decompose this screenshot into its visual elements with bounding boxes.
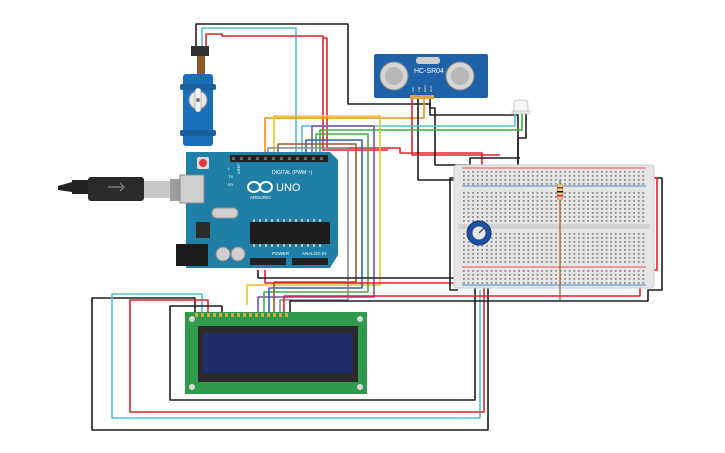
servo-motor[interactable] (180, 46, 216, 146)
wire-cyan-lcd-left (111, 290, 481, 419)
servo-mount-top (180, 84, 216, 90)
wire-red-servo-power (205, 33, 388, 151)
power-label: POWER (272, 251, 290, 256)
capacitor-2 (230, 246, 246, 262)
sensor-crystal (416, 57, 440, 64)
wire-black-servo-ground (195, 23, 519, 165)
tx-label: TX (228, 174, 233, 179)
digital-header (230, 155, 328, 162)
resistor-icon[interactable] (556, 180, 564, 208)
sensor-pin-vcc: Vcc (411, 86, 415, 92)
lcd-display-16x2[interactable] (185, 312, 367, 394)
wire-brown-header (273, 143, 357, 312)
wire-black-lcd-right (289, 177, 663, 312)
brand-label: ARDUINO (250, 195, 271, 200)
voltage-regulator (196, 222, 210, 238)
digital-label: DIGITAL (PWM ~) (272, 170, 312, 176)
wire-sensor-gnd (429, 97, 520, 166)
lcd-screen (203, 333, 353, 373)
potentiometer-icon[interactable] (466, 220, 492, 246)
digital-header-pins (232, 157, 323, 160)
wire-purple-header (257, 125, 375, 312)
analog-label: ANALOG IN (302, 251, 327, 256)
sensor-pin-gnd: Gnd (429, 86, 433, 92)
breadboard-center-channel (458, 224, 650, 229)
wire-sensor-vcc (411, 97, 500, 156)
microcontroller-chip (250, 222, 330, 244)
servo-connector (191, 46, 209, 56)
aref-label: AREF (236, 163, 241, 174)
wire-led-gnd (517, 113, 527, 165)
rx-label: RX (228, 182, 234, 187)
wire-sensor-trig (264, 97, 425, 157)
usb-cable-icon (58, 177, 196, 201)
wire-green-header (263, 133, 369, 312)
wire-red-top (323, 37, 483, 165)
wires (91, 23, 663, 431)
arduino-logo (247, 181, 273, 193)
wire-cyan-servo-signal (201, 27, 297, 155)
reset-button-cap (199, 159, 207, 167)
wire-black-gnd (257, 270, 468, 279)
lcd-mount-holes (189, 316, 363, 390)
sensor-pin-header (410, 95, 434, 99)
wire-led-cyan (301, 113, 516, 157)
lcd-pin-header (195, 313, 288, 317)
capacitor-1 (215, 246, 231, 262)
servo-mount-bottom (180, 130, 216, 136)
wire-yellow-header (246, 115, 381, 305)
power-jack (176, 244, 208, 266)
wire-red-lcd-left (129, 282, 485, 413)
arduino-usb-port (179, 174, 205, 204)
wire-red-5v (264, 270, 463, 284)
model-label: UNO (276, 182, 301, 194)
wire-blue-header (268, 139, 363, 312)
arduino-uno-board[interactable]: DIGITAL (PWM ~) AREF UNO ARDUINO TX RX L (176, 152, 338, 268)
ultrasonic-sensor[interactable]: HC-SR04 Vcc Trig Echo Gnd (374, 54, 488, 99)
sensor-pin-echo: Echo (423, 85, 427, 92)
wire-gray-header (267, 147, 349, 312)
servo-cable (197, 56, 205, 74)
sensor-model-label: HC-SR04 (414, 68, 444, 75)
servo-horn-center (196, 98, 200, 102)
analog-header (292, 258, 328, 265)
chip-pins (253, 219, 321, 247)
wire-black-lcd-mid (169, 270, 476, 401)
transducer-left-mesh (385, 67, 403, 85)
crystal (211, 207, 239, 219)
l-label: L (228, 166, 231, 171)
breadboard-holes (463, 171, 645, 284)
breadboard[interactable] (453, 164, 655, 289)
sensor-pin-trig: Trig (417, 87, 421, 92)
led-icon[interactable] (511, 99, 531, 115)
power-header (250, 258, 286, 265)
transducer-right-mesh (451, 67, 469, 85)
